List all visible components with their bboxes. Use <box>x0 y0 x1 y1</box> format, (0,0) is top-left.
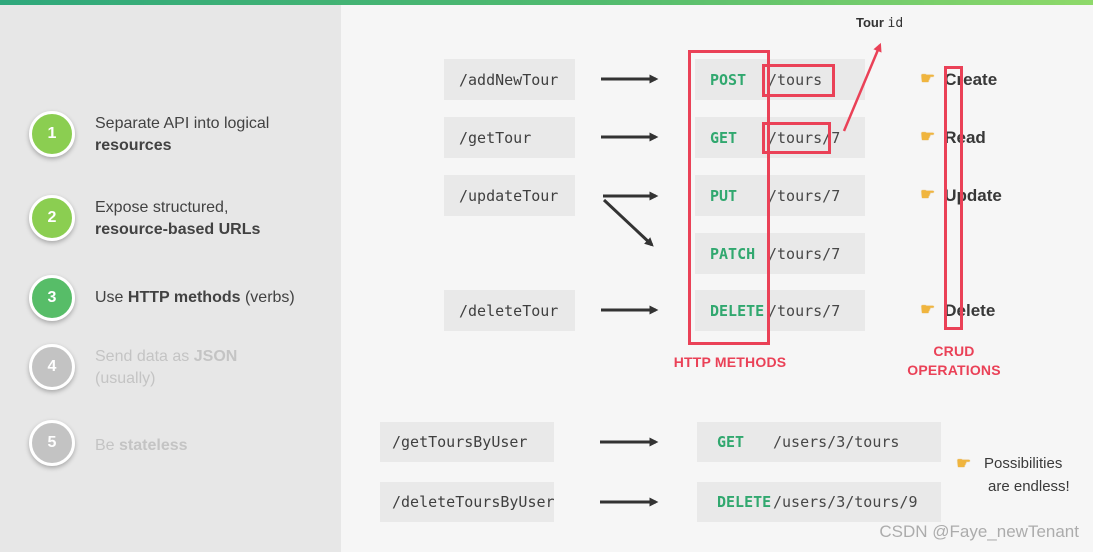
step-4-label: Send data as JSON (usually) <box>95 348 238 387</box>
endpoint-box-update-tour: /updateTour <box>444 175 575 216</box>
http-method: DELETE <box>717 493 772 511</box>
possibilities-note-line1: Possibilities <box>984 455 1063 472</box>
http-method: PUT <box>710 186 738 205</box>
crud-item-create: ☛ Create <box>920 69 998 89</box>
step-3-label: Use HTTP methods (verbs) <box>95 289 295 306</box>
resource-url: /users/3/tours <box>773 433 900 451</box>
principles-sidebar: 1 Separate API into logical resources 2 … <box>0 5 341 552</box>
pointing-finger-icon: ☛ <box>920 300 936 320</box>
step-5-number: 5 <box>47 434 57 451</box>
http-method: GET <box>717 433 745 451</box>
step-2-number: 2 <box>47 209 57 226</box>
tours-url-outline-box <box>762 64 835 97</box>
step-3-badge: 3 <box>29 275 75 321</box>
step-1-badge: 1 <box>29 111 75 157</box>
endpoint-box-add-new-tour: /addNewTour <box>444 59 575 100</box>
step-5-label: Be stateless <box>95 437 188 454</box>
pointing-finger-icon: ☛ <box>920 185 936 205</box>
crud-item-read: ☛ Read <box>920 127 986 147</box>
step-4-number: 4 <box>47 358 57 375</box>
resource-url: /tours/7 <box>768 301 841 320</box>
http-method: PATCH <box>710 244 756 263</box>
arrow-update-tour-patch <box>602 198 654 247</box>
step-3-number: 3 <box>47 289 57 306</box>
endpoint-box-delete-tour: /deleteTour <box>444 290 575 331</box>
resource-url: /tours/7 <box>768 244 841 263</box>
method-box-put: PUT /tours/7 <box>695 175 865 216</box>
top-accent-bar <box>0 0 1093 5</box>
method-box-delete-users-tours: DELETE /users/3/tours/9 <box>697 482 941 522</box>
method-box-patch: PATCH /tours/7 <box>695 233 865 274</box>
http-method: GET <box>710 128 738 147</box>
pointing-finger-icon: ☛ <box>920 69 936 89</box>
step-2-badge: 2 <box>29 195 75 241</box>
method-box-delete: DELETE /tours/7 <box>695 290 865 331</box>
endpoint-box-get-tour: /getTour <box>444 117 575 158</box>
crud-item-update: ☛ Update <box>920 185 1002 205</box>
crud-item-delete: ☛ Delete <box>920 300 996 320</box>
tours-id-url-outline-box <box>762 122 831 154</box>
tour-id-callout: Tour id <box>856 15 904 31</box>
step-5-badge: 5 <box>29 420 75 466</box>
step-1-number: 1 <box>47 125 57 142</box>
resource-url: /tours/7 <box>768 128 841 147</box>
step-4-badge: 4 <box>29 344 75 390</box>
crud-operations-label: CRUD OPERATIONS <box>907 343 1001 378</box>
crud-letters-outline-box <box>944 66 963 330</box>
method-box-get-users-tours: GET /users/3/tours <box>697 422 941 462</box>
resource-url: /users/3/tours/9 <box>773 493 918 511</box>
endpoint-box-get-tours-by-user: /getToursByUser <box>380 422 554 462</box>
possibilities-note-line2: are endless! <box>988 478 1070 495</box>
http-method: DELETE <box>710 301 765 320</box>
step-1-label: Separate API into logical resources <box>95 115 270 154</box>
http-method: POST <box>710 70 747 89</box>
http-methods-outline-box <box>688 50 770 345</box>
step-2-label: Expose structured, resource-based URLs <box>95 199 261 238</box>
endpoint-box-delete-tours-by-user: /deleteToursByUser <box>380 482 555 522</box>
pointing-finger-icon: ☛ <box>920 127 936 147</box>
http-methods-label: HTTP METHODS <box>673 354 787 370</box>
watermark: CSDN @Faye_newTenant <box>879 522 1079 541</box>
resource-url: /tours <box>768 70 823 89</box>
pointing-finger-icon: ☛ <box>956 454 972 474</box>
resource-url: /tours/7 <box>768 186 841 205</box>
